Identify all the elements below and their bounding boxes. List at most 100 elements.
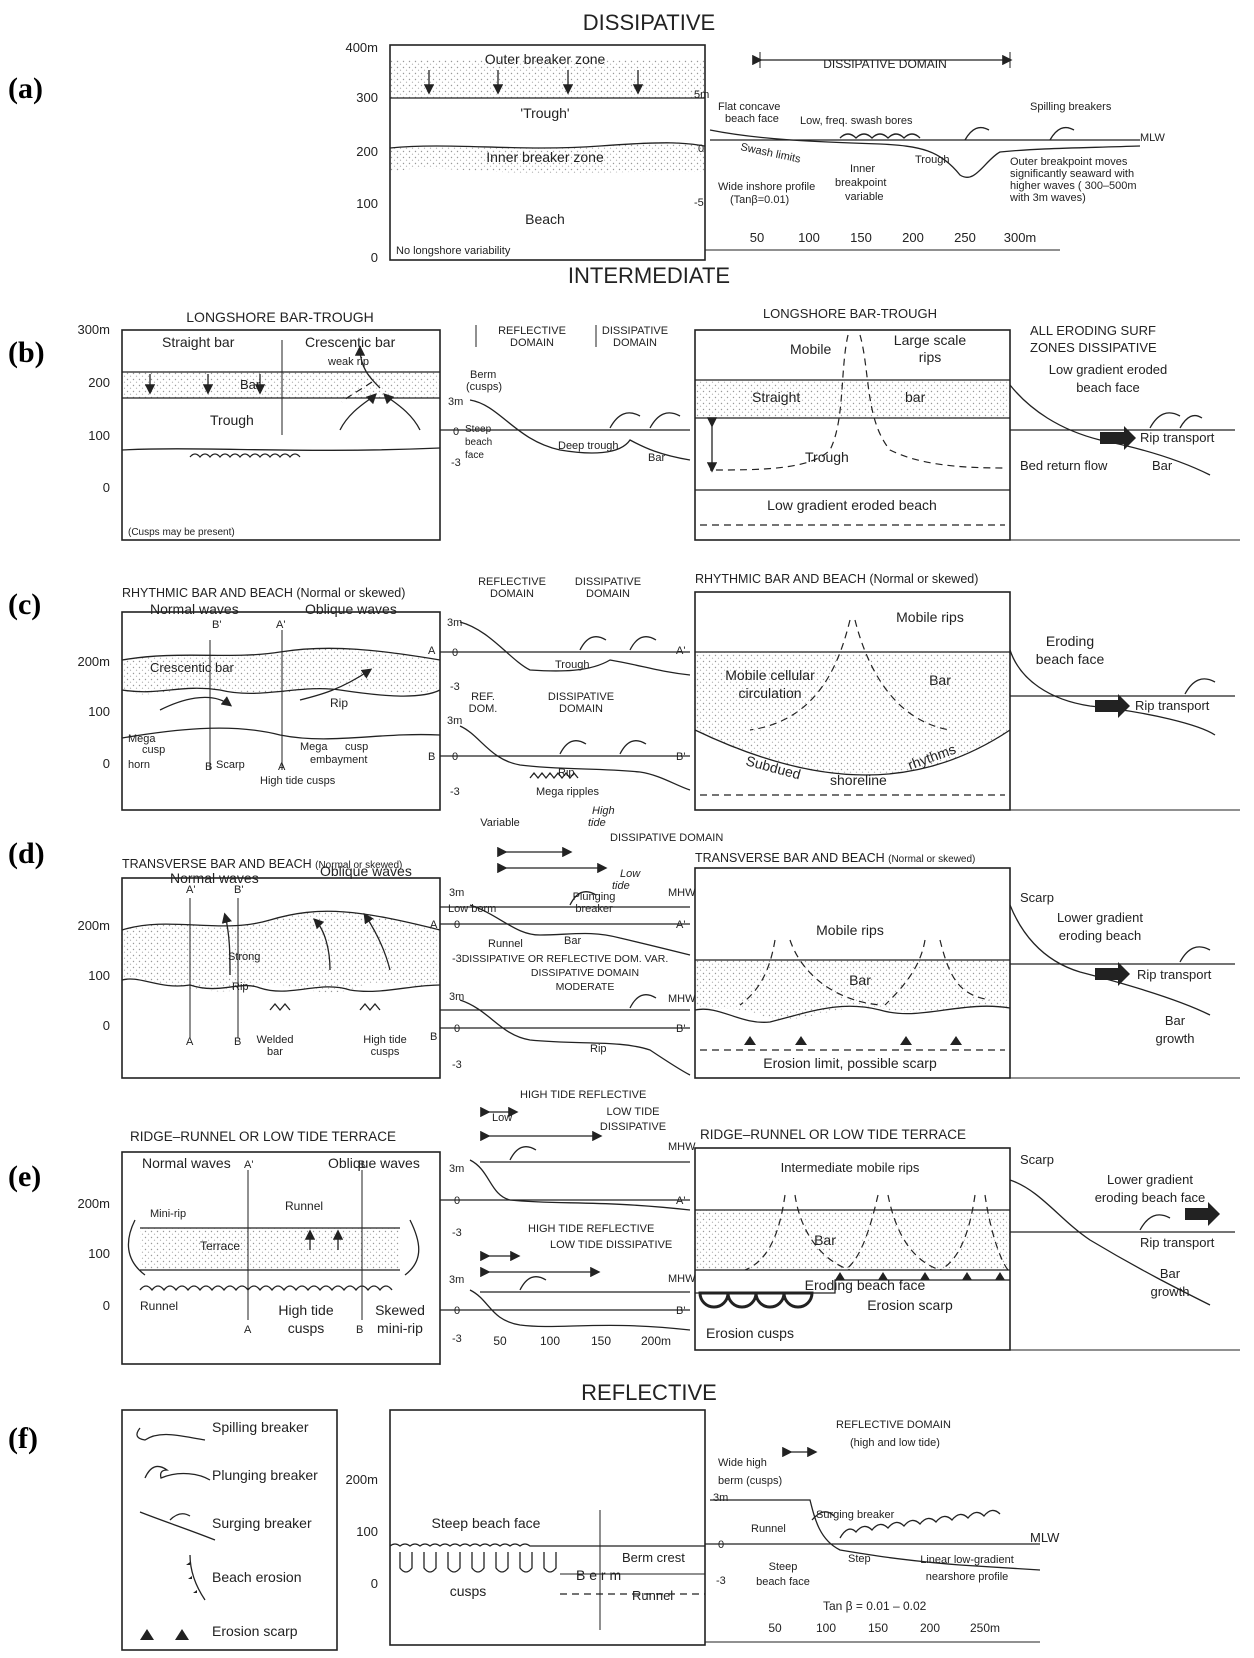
svg-text:beach face: beach face <box>1076 380 1140 395</box>
svg-text:MODERATE: MODERATE <box>556 981 615 993</box>
svg-text:ALL ERODING SURF: ALL ERODING SURF <box>1030 323 1156 338</box>
svg-text:Steep beach face: Steep beach face <box>432 1515 541 1531</box>
svg-text:(high and low tide): (high and low tide) <box>850 1437 940 1449</box>
svg-text:0: 0 <box>452 751 458 763</box>
svg-text:A: A <box>244 1324 252 1336</box>
svg-text:Swash limits: Swash limits <box>739 141 802 166</box>
svg-text:Straight: Straight <box>752 389 800 405</box>
svg-text:B': B' <box>212 619 221 631</box>
svg-text:Intermediate mobile rips: Intermediate mobile rips <box>781 1160 920 1175</box>
svg-text:shoreline: shoreline <box>830 772 887 788</box>
svg-text:High tide: High tide <box>363 1034 406 1046</box>
svg-text:Mega: Mega <box>300 741 328 753</box>
svg-text:Variable: Variable <box>480 817 520 829</box>
svg-text:DISSIPATIVE: DISSIPATIVE <box>602 325 668 337</box>
svg-text:Inner: Inner <box>850 163 875 175</box>
svg-text:Mobile: Mobile <box>790 341 831 357</box>
svg-text:Berm: Berm <box>470 369 496 381</box>
svg-text:cusps: cusps <box>288 1320 325 1336</box>
svg-text:MHW: MHW <box>668 1141 696 1153</box>
svg-text:Crescentic bar: Crescentic bar <box>305 334 396 350</box>
svg-text:circulation: circulation <box>738 685 801 701</box>
svg-text:Erosion cusps: Erosion cusps <box>706 1325 794 1341</box>
svg-text:berm (cusps): berm (cusps) <box>718 1475 782 1487</box>
svg-text:Surging breaker: Surging breaker <box>212 1515 312 1531</box>
svg-text:Straight bar: Straight bar <box>162 334 235 350</box>
svg-text:REFLECTIVE: REFLECTIVE <box>498 325 566 337</box>
svg-text:Strong: Strong <box>228 951 260 963</box>
svg-text:growth: growth <box>1150 1284 1189 1299</box>
svg-text:0: 0 <box>371 1576 378 1591</box>
svg-text:Rip transport: Rip transport <box>1140 430 1215 445</box>
svg-text:Mobile rips: Mobile rips <box>816 922 884 938</box>
svg-text:Low: Low <box>620 868 641 880</box>
svg-text:200m: 200m <box>77 654 110 669</box>
svg-text:0: 0 <box>454 1023 460 1035</box>
panel-b: LONGSHORE BAR-TROUGH 300m 200 100 0 Stra… <box>77 306 1240 541</box>
svg-text:bar: bar <box>267 1046 283 1058</box>
beach-erosion-icon <box>189 1554 206 1601</box>
svg-text:50: 50 <box>750 230 764 245</box>
svg-text:Wide high: Wide high <box>718 1457 767 1469</box>
svg-text:100: 100 <box>88 1246 110 1261</box>
svg-text:0: 0 <box>452 647 458 659</box>
svg-text:DOM.: DOM. <box>469 703 498 715</box>
svg-text:0: 0 <box>103 1018 110 1033</box>
svg-text:LONGSHORE BAR-TROUGH: LONGSHORE BAR-TROUGH <box>186 309 373 325</box>
svg-text:200: 200 <box>356 144 378 159</box>
svg-text:High tide cusps: High tide cusps <box>260 775 336 787</box>
svg-text:Rip transport: Rip transport <box>1135 698 1210 713</box>
svg-text:3m: 3m <box>449 887 464 899</box>
svg-text:Runnel: Runnel <box>285 1199 323 1213</box>
svg-text:High tide: High tide <box>278 1302 333 1318</box>
svg-text:Bar: Bar <box>849 972 871 988</box>
svg-text:DOMAIN: DOMAIN <box>586 588 630 600</box>
svg-text:3m: 3m <box>449 1163 464 1175</box>
svg-text:TRANSVERSE BAR AND BEACH (Norm: TRANSVERSE BAR AND BEACH (Normal or skew… <box>122 857 402 871</box>
svg-text:Normal waves: Normal waves <box>170 870 259 886</box>
svg-text:Steep: Steep <box>465 424 492 435</box>
panel-label-f: (f) <box>8 1422 38 1455</box>
panel-f: Spilling breaker Plunging breaker Surgin… <box>121 1409 1060 1651</box>
svg-text:A': A' <box>676 645 685 657</box>
svg-text:Bar: Bar <box>1165 1013 1186 1028</box>
svg-text:RIDGE–RUNNEL OR LOW TIDE TERRA: RIDGE–RUNNEL OR LOW TIDE TERRACE <box>130 1129 396 1144</box>
svg-text:-3: -3 <box>450 786 460 798</box>
svg-text:Beach erosion: Beach erosion <box>212 1569 302 1585</box>
svg-text:150: 150 <box>868 1621 888 1635</box>
svg-text:horn: horn <box>128 759 150 771</box>
svg-text:300m: 300m <box>1004 230 1037 245</box>
svg-text:Low, freq. swash bores: Low, freq. swash bores <box>800 115 913 127</box>
svg-text:B: B <box>356 1324 363 1336</box>
svg-text:LOW TIDE: LOW TIDE <box>607 1106 660 1118</box>
svg-text:Berm crest: Berm crest <box>622 1550 685 1565</box>
plunging-breaker-icon <box>144 1465 211 1481</box>
svg-text:(cusps): (cusps) <box>466 381 502 393</box>
svg-text:250: 250 <box>954 230 976 245</box>
svg-text:Trough: Trough <box>210 412 254 428</box>
svg-text:weak rip: weak rip <box>327 356 369 368</box>
svg-text:A': A' <box>244 1159 253 1171</box>
svg-text:Bar: Bar <box>1160 1266 1181 1281</box>
svg-text:5m: 5m <box>694 89 709 101</box>
svg-text:100: 100 <box>88 428 110 443</box>
svg-text:No longshore variability: No longshore variability <box>396 245 511 257</box>
svg-text:Lower gradient: Lower gradient <box>1057 910 1143 925</box>
svg-text:(Cusps may be present): (Cusps may be present) <box>128 527 235 538</box>
svg-text:Terrace: Terrace <box>200 1239 240 1253</box>
svg-text:-3: -3 <box>451 457 461 469</box>
svg-text:Spilling breaker: Spilling breaker <box>212 1419 309 1435</box>
svg-text:DOMAIN: DOMAIN <box>510 337 554 349</box>
title-reflective: REFLECTIVE <box>581 1380 717 1405</box>
svg-text:beach face: beach face <box>756 1576 810 1588</box>
svg-text:200: 200 <box>902 230 924 245</box>
svg-text:A: A <box>430 919 438 931</box>
svg-text:Lower gradient: Lower gradient <box>1107 1172 1193 1187</box>
surging-breaker-icon <box>139 1511 216 1541</box>
svg-text:Steep: Steep <box>769 1561 798 1573</box>
svg-text:200m: 200m <box>77 1196 110 1211</box>
svg-text:Erosion scarp: Erosion scarp <box>867 1297 953 1313</box>
svg-text:Bed return flow: Bed return flow <box>1020 458 1108 473</box>
svg-text:higher waves ( 300–500m: higher waves ( 300–500m <box>1010 180 1137 192</box>
